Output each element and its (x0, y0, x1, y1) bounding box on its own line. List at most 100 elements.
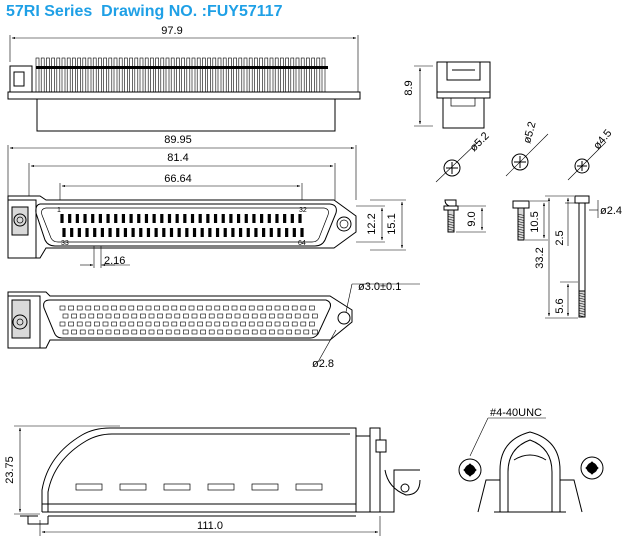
mount-hole-right (336, 216, 352, 232)
dim-shell-width: 81.4 (167, 152, 188, 164)
side-flange (7, 91, 361, 100)
contact-bottom (177, 228, 181, 237)
contact-bottom (185, 228, 189, 237)
dim-screw-head-3: ø4.5 (591, 127, 614, 152)
dim-flange-width: 89.95 (164, 134, 192, 146)
screw-heads: ø5.2 ø5.2 ø4.5 (435, 120, 614, 183)
contact-bottom (246, 228, 250, 237)
contact-top (229, 214, 233, 223)
end-view: 8.9 (403, 61, 491, 129)
short-screw-2: 10.5 (512, 200, 548, 241)
contact-bottom (169, 228, 174, 237)
dim-contact-span: 66.64 (164, 173, 192, 185)
contact-bottom (238, 228, 243, 237)
contact-bottom (277, 228, 281, 237)
long-screw: 33.2 2.5 5.6 ø2.4 (534, 195, 622, 319)
contact-top (267, 214, 271, 223)
short-screw-1: 9.0 (443, 199, 486, 233)
contact-top (244, 214, 248, 223)
contact-top (260, 214, 264, 223)
front-face-view: 89.95 81.4 66.64 1 (7, 134, 406, 268)
contact-bottom (139, 228, 143, 237)
dim-mount-hole: ø3.0±0.1 (358, 281, 401, 293)
pin-label-1: 1 (57, 207, 61, 214)
dim-screw-head-2: ø5.2 (521, 120, 538, 144)
contact-top (83, 214, 87, 223)
contact-top (275, 214, 279, 223)
dim-screw-len-1: 9.0 (466, 211, 478, 226)
contact-bottom (85, 228, 89, 237)
contact-bottom (200, 228, 204, 237)
contact-bottom (108, 228, 112, 237)
drawing-title: 57RI Series Drawing NO. :FUY57117 (6, 3, 283, 20)
contact-top (236, 214, 241, 223)
contact-top (283, 214, 287, 223)
contact-top (152, 214, 156, 223)
back-hole-right (337, 311, 351, 325)
contact-top (298, 214, 302, 223)
contact-bottom (292, 228, 296, 237)
contact-top (213, 214, 218, 223)
contact-top (106, 214, 110, 223)
contact-top (221, 214, 225, 223)
contact-bottom (70, 228, 74, 237)
side-view-top: 97.9 (7, 25, 361, 132)
contact-top (190, 214, 195, 223)
contact-top (75, 214, 79, 223)
contact-top (98, 214, 102, 223)
pin-label-32: 32 (299, 207, 307, 214)
contact-top (91, 214, 95, 223)
contact-top (68, 214, 72, 223)
contact-top (290, 214, 294, 223)
contact-bottom (262, 228, 266, 237)
contact-top (114, 214, 118, 223)
contact-bottom (93, 228, 97, 237)
contact-bottom (62, 228, 66, 237)
contact-top (144, 214, 149, 223)
contact-bottom (146, 228, 151, 237)
contact-bottom (269, 228, 273, 237)
dim-hood-length: 111.0 (197, 520, 223, 532)
contact-top (60, 214, 64, 223)
mount-hole-left (13, 213, 27, 227)
contact-fins (35, 57, 328, 93)
contact-top (129, 214, 133, 223)
contact-bottom (162, 228, 166, 237)
dim-face-inner: 12.2 (366, 213, 378, 234)
contact-top (167, 214, 172, 223)
side-body (36, 98, 336, 132)
back-face-view: ø3.0±0.1 ø2.8 (7, 281, 420, 370)
contact-bottom (100, 228, 104, 237)
back-hole-left (12, 314, 28, 330)
hood-slots (75, 483, 323, 491)
contact-bottom (116, 228, 120, 237)
contact-bottom (77, 228, 81, 237)
thread-spec-label: #4-40UNC (490, 407, 542, 419)
contact-bottom (215, 228, 220, 237)
pin-label-33: 33 (61, 240, 69, 247)
dim-screw-head-1: ø5.2 (468, 130, 492, 154)
contact-bottom (192, 228, 197, 237)
back-contact-slots (59, 305, 318, 335)
contact-top (198, 214, 202, 223)
contact-bottom (300, 228, 304, 237)
dim-contact-pitch: 2.16 (104, 255, 125, 267)
dim-long-screw-dia: ø2.4 (600, 205, 622, 217)
contact-bottom (285, 228, 289, 237)
contact-rows (60, 214, 304, 237)
pin-label-64: 64 (298, 240, 306, 247)
dim-long-screw-total: 33.2 (534, 247, 546, 268)
dim-overall-width: 97.9 (161, 25, 182, 37)
contact-bottom (208, 228, 212, 237)
contact-top (175, 214, 179, 223)
dim-long-screw-head: 2.5 (554, 230, 566, 245)
contact-bottom (154, 228, 158, 237)
contact-bottom (223, 228, 227, 237)
dim-face-outer: 15.1 (386, 213, 398, 234)
dim-screw-len-2: 10.5 (529, 211, 541, 232)
contact-top (206, 214, 210, 223)
hood-end-view: #4-40UNC (458, 407, 604, 513)
contact-top (183, 214, 187, 223)
